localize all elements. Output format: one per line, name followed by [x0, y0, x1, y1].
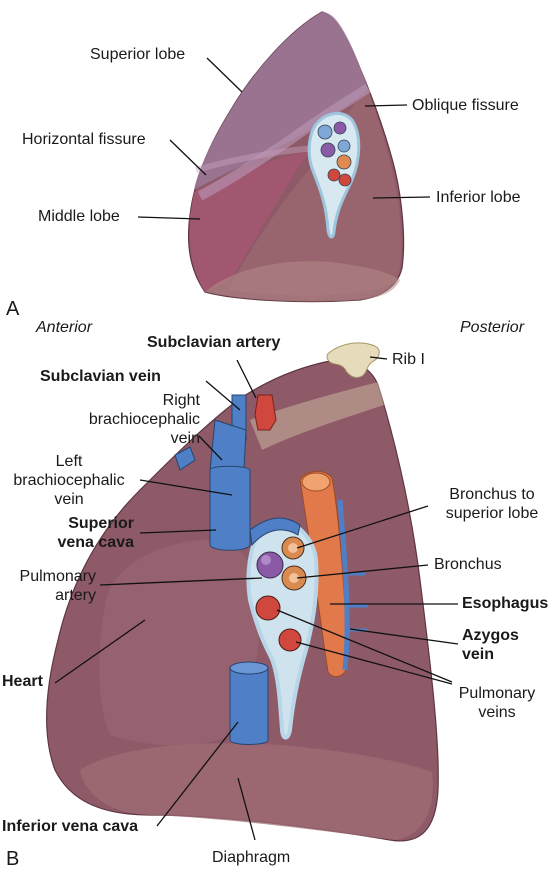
- label-horizontal-fissure: Horizontal fissure: [22, 131, 146, 148]
- azygos-vein-shape: [337, 499, 350, 671]
- panel-a-leader-lines: [137, 57, 431, 220]
- inferior-vena-cava-shape: [229, 663, 269, 745]
- panel-b-rib-groove: [250, 382, 384, 450]
- label-left-brachiocephalic-vein: Left brachiocephalic vein: [13, 453, 125, 508]
- label-esophagus: Esophagus: [462, 595, 549, 612]
- panel-a-hilum: [307, 112, 361, 239]
- label-heart: Heart: [2, 673, 43, 690]
- panel-a-superior-lobe: [194, 12, 368, 190]
- label-bronchus: Bronchus: [434, 556, 502, 573]
- label-anterior: Anterior: [36, 319, 93, 336]
- label-rib-i: Rib I: [392, 351, 425, 368]
- panel-b-lung-illustration: [46, 342, 459, 842]
- label-inferior-lobe: Inferior lobe: [436, 189, 521, 206]
- label-diaphragm: Diaphragm: [212, 849, 291, 866]
- panel-b-hilum: [246, 519, 319, 740]
- label-right-brachiocephalic-vein: Right brachiocephalic vein: [88, 392, 200, 447]
- label-superior-vena-cava: Superior vena cava: [57, 515, 134, 551]
- label-azygos-vein: Azygos vein: [462, 627, 519, 663]
- label-pulmonary-veins: Pulmonary veins: [458, 685, 536, 721]
- label-inferior-vena-cava: Inferior vena cava: [2, 818, 139, 835]
- rib-i-shape: [326, 342, 380, 378]
- label-subclavian-vein: Subclavian vein: [40, 368, 161, 385]
- superior-vena-cava-shape: [209, 465, 251, 551]
- panel-a-oblique-fissure: [197, 83, 371, 201]
- label-posterior: Posterior: [460, 319, 525, 336]
- panel-b-diaphragmatic-surface: [80, 743, 433, 840]
- label-pulmonary-artery: Pulmonary artery: [19, 568, 96, 604]
- panel-b-leader-lines: [54, 356, 459, 841]
- left-brachiocephalic-shape: [174, 446, 196, 471]
- panel-b-cardiac-impression: [99, 539, 261, 746]
- panel-a-horizontal-fissure: [195, 145, 321, 173]
- panel-a-letter: A: [6, 298, 20, 320]
- label-bronchus-to-superior-lobe: Bronchus to superior lobe: [445, 486, 539, 522]
- panel-b-letter: B: [6, 848, 20, 870]
- label-middle-lobe: Middle lobe: [38, 208, 120, 225]
- panel-a-lung-illustration: [137, 11, 431, 303]
- vein-complex: [174, 394, 301, 551]
- label-oblique-fissure: Oblique fissure: [412, 97, 519, 114]
- label-subclavian-artery: Subclavian artery: [147, 334, 281, 351]
- subclavian-artery-shape: [254, 394, 277, 431]
- label-superior-lobe: Superior lobe: [90, 46, 186, 63]
